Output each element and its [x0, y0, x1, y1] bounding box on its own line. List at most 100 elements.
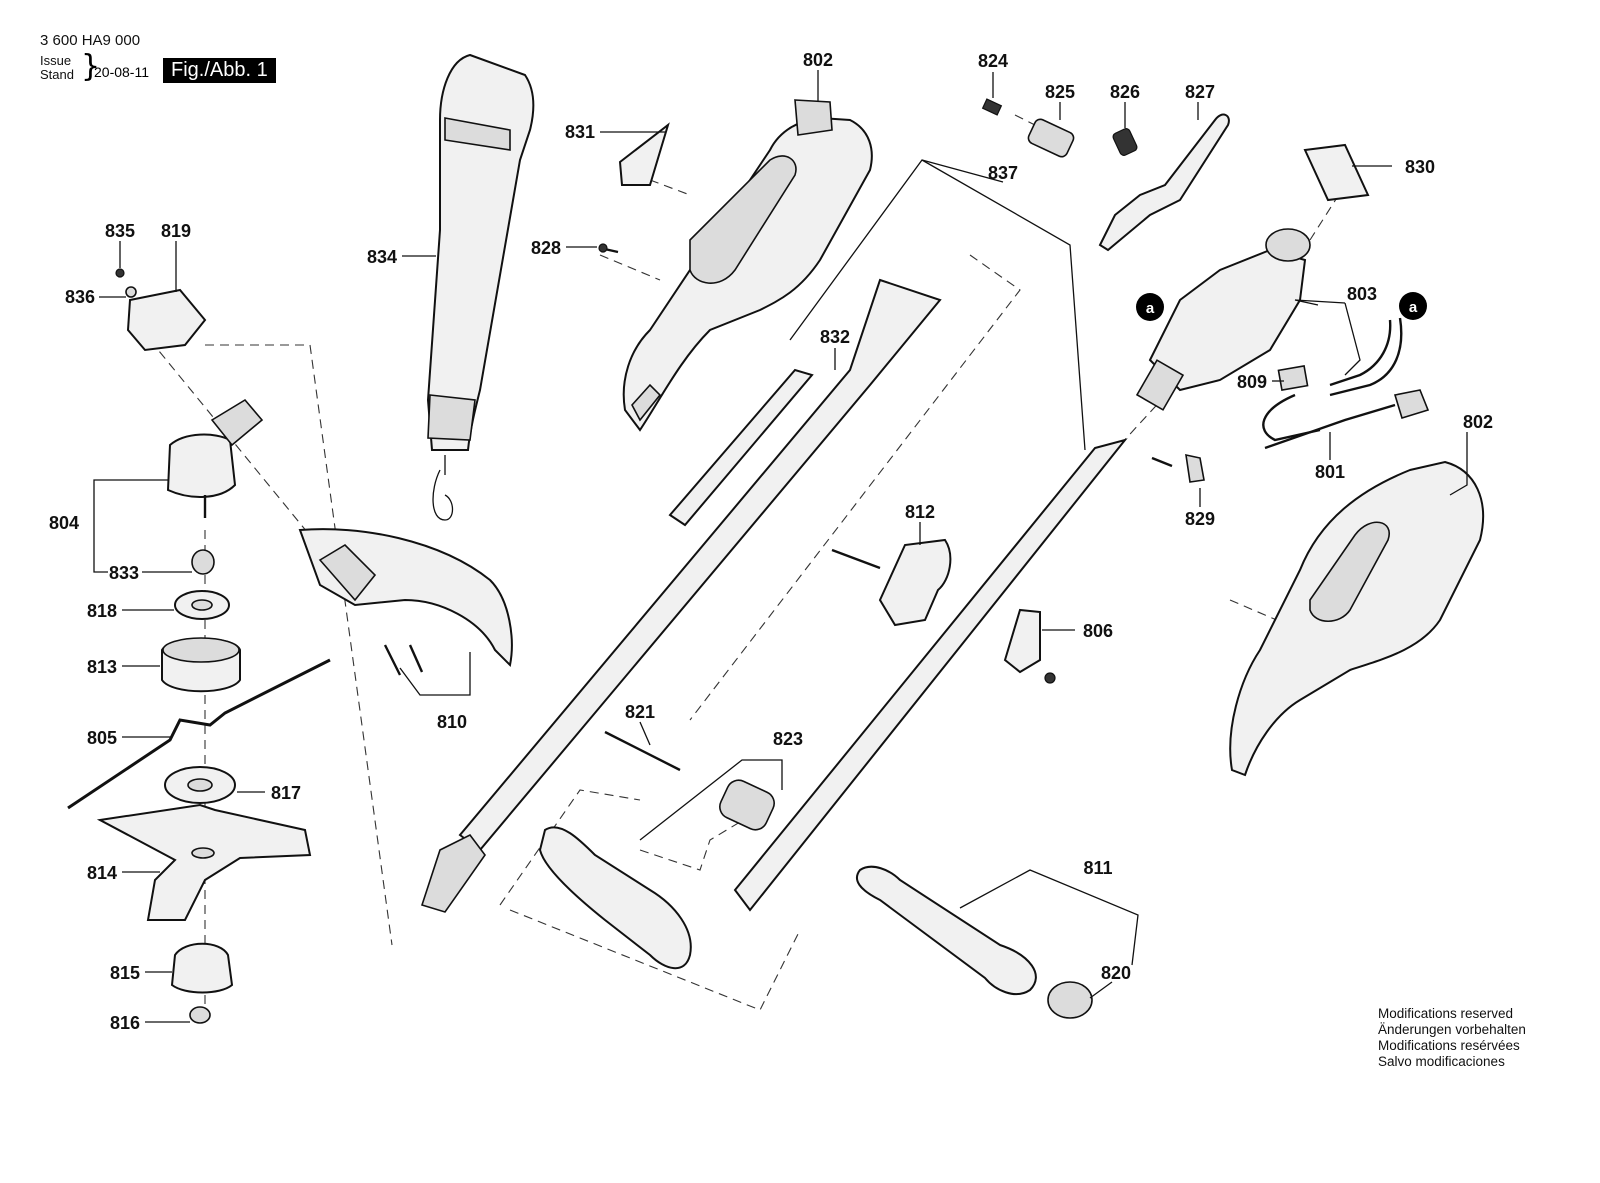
screw-828	[598, 243, 619, 254]
spool-813	[161, 637, 241, 693]
leader-803a	[1344, 302, 1361, 376]
part-label-806: 806	[1083, 621, 1113, 641]
gear-head-coupling	[210, 398, 264, 447]
upper-shaft	[420, 278, 942, 913]
callout-a-marker-left	[1136, 293, 1164, 321]
end-cap-820	[1047, 981, 1093, 1019]
spring-826	[1112, 128, 1138, 156]
axis-cover-830	[1309, 184, 1346, 241]
leader-821	[639, 721, 651, 746]
housing-bottom-lug	[631, 383, 662, 422]
wiring-harness: a	[1262, 292, 1430, 450]
cap-815	[170, 942, 234, 994]
motor-fan	[1265, 228, 1311, 262]
housing-right-grip-opening	[1309, 521, 1390, 623]
mount-817	[164, 766, 236, 804]
gear-head-804	[166, 398, 264, 518]
guard-mount	[318, 543, 377, 602]
head-cover-819	[115, 268, 207, 352]
head-cover-body	[126, 288, 207, 352]
stand-label: Stand	[40, 67, 74, 82]
screw-head	[598, 243, 608, 253]
shoulder-strap	[426, 53, 535, 521]
wire-803-b	[1329, 317, 1403, 397]
document-number: 3 600 HA9 000	[40, 32, 141, 49]
axis-head-guard	[149, 339, 331, 561]
bracket-bolt	[831, 548, 881, 570]
part-label-816: 816	[110, 1013, 140, 1033]
issue-label: Issue	[40, 53, 72, 68]
leader-820	[1089, 981, 1113, 999]
switch-809	[1277, 364, 1309, 392]
blade-814	[96, 803, 312, 921]
part-label-832: 832	[820, 327, 850, 347]
strap-buckle	[444, 117, 511, 151]
housing-shell-left	[622, 116, 873, 432]
spring-824	[981, 98, 1003, 116]
part-label-824: 824	[978, 51, 1008, 71]
leader-823	[639, 759, 783, 841]
guard-810	[298, 528, 513, 676]
housing-grip-opening	[689, 155, 797, 284]
part-label-812: 812	[905, 502, 935, 522]
washer-818-hole	[191, 599, 213, 611]
leader-lines	[93, 70, 1468, 1023]
guard-screw-b	[408, 644, 424, 673]
shaft-tube-832	[458, 278, 942, 852]
leader-803b	[1294, 299, 1346, 306]
gear-head-body	[166, 433, 237, 498]
part-number-labels: 802 831 828 824 825 826 827 830 837 832 …	[49, 50, 1493, 1033]
part-label-813: 813	[87, 657, 117, 677]
part-label-802-right: 802	[1463, 412, 1493, 432]
motor-assembly: a	[1135, 228, 1311, 411]
cover-strip-832	[668, 368, 814, 527]
washer-836	[125, 286, 137, 298]
part-label-810: 810	[437, 712, 467, 732]
axis-handle-mid	[639, 809, 761, 871]
clip-body	[1185, 453, 1205, 483]
callout-a-text-right: a	[1409, 299, 1418, 316]
figure-label-box: Fig./Abb. 1	[163, 58, 276, 83]
spool-top	[162, 637, 240, 663]
sleeve-825-body	[1027, 118, 1075, 158]
clip-screw	[1151, 456, 1173, 468]
note-line-de: Änderungen vorbehalten	[1378, 1022, 1526, 1037]
wire-809	[1262, 393, 1321, 442]
power-cord-801	[1264, 403, 1396, 450]
lever-nut	[1044, 672, 1056, 684]
housing-half-left	[622, 99, 873, 432]
plug-801	[1393, 389, 1430, 420]
axis-handle-left	[499, 789, 641, 906]
housing-shell-right	[1229, 460, 1485, 777]
motor-body	[1148, 248, 1307, 392]
part-label-823: 823	[773, 729, 803, 749]
handle-knob-823	[719, 779, 775, 831]
callout-a-marker-right	[1399, 292, 1427, 320]
part-label-825: 825	[1045, 82, 1075, 102]
part-label-819: 819	[161, 221, 191, 241]
part-label-837: 837	[988, 163, 1018, 183]
part-label-804: 804	[49, 513, 79, 533]
part-label-803: 803	[1347, 284, 1377, 304]
spring-824-body	[981, 98, 1003, 116]
guard-shell	[298, 528, 513, 668]
housing-top-lug	[794, 99, 833, 136]
part-label-809: 809	[1237, 372, 1267, 392]
bushing-833	[191, 549, 215, 575]
strap-body	[426, 53, 535, 451]
part-label-815: 815	[110, 963, 140, 983]
housing-half-right	[1229, 460, 1485, 777]
axis-shaft-upper	[689, 254, 1021, 721]
motor-shaft-housing	[1135, 359, 1185, 411]
part-label-818: 818	[87, 601, 117, 621]
part-label-826: 826	[1110, 82, 1140, 102]
part-label-830: 830	[1405, 157, 1435, 177]
handle-assembly	[538, 779, 775, 970]
handle-811	[855, 865, 1093, 1019]
cap-body	[170, 942, 234, 994]
note-line-fr: Modifications resérvées	[1378, 1038, 1520, 1053]
bracket-body	[878, 538, 952, 627]
wire-805	[67, 658, 331, 810]
lower-shaft	[733, 438, 1128, 912]
lever-body	[1003, 608, 1041, 674]
